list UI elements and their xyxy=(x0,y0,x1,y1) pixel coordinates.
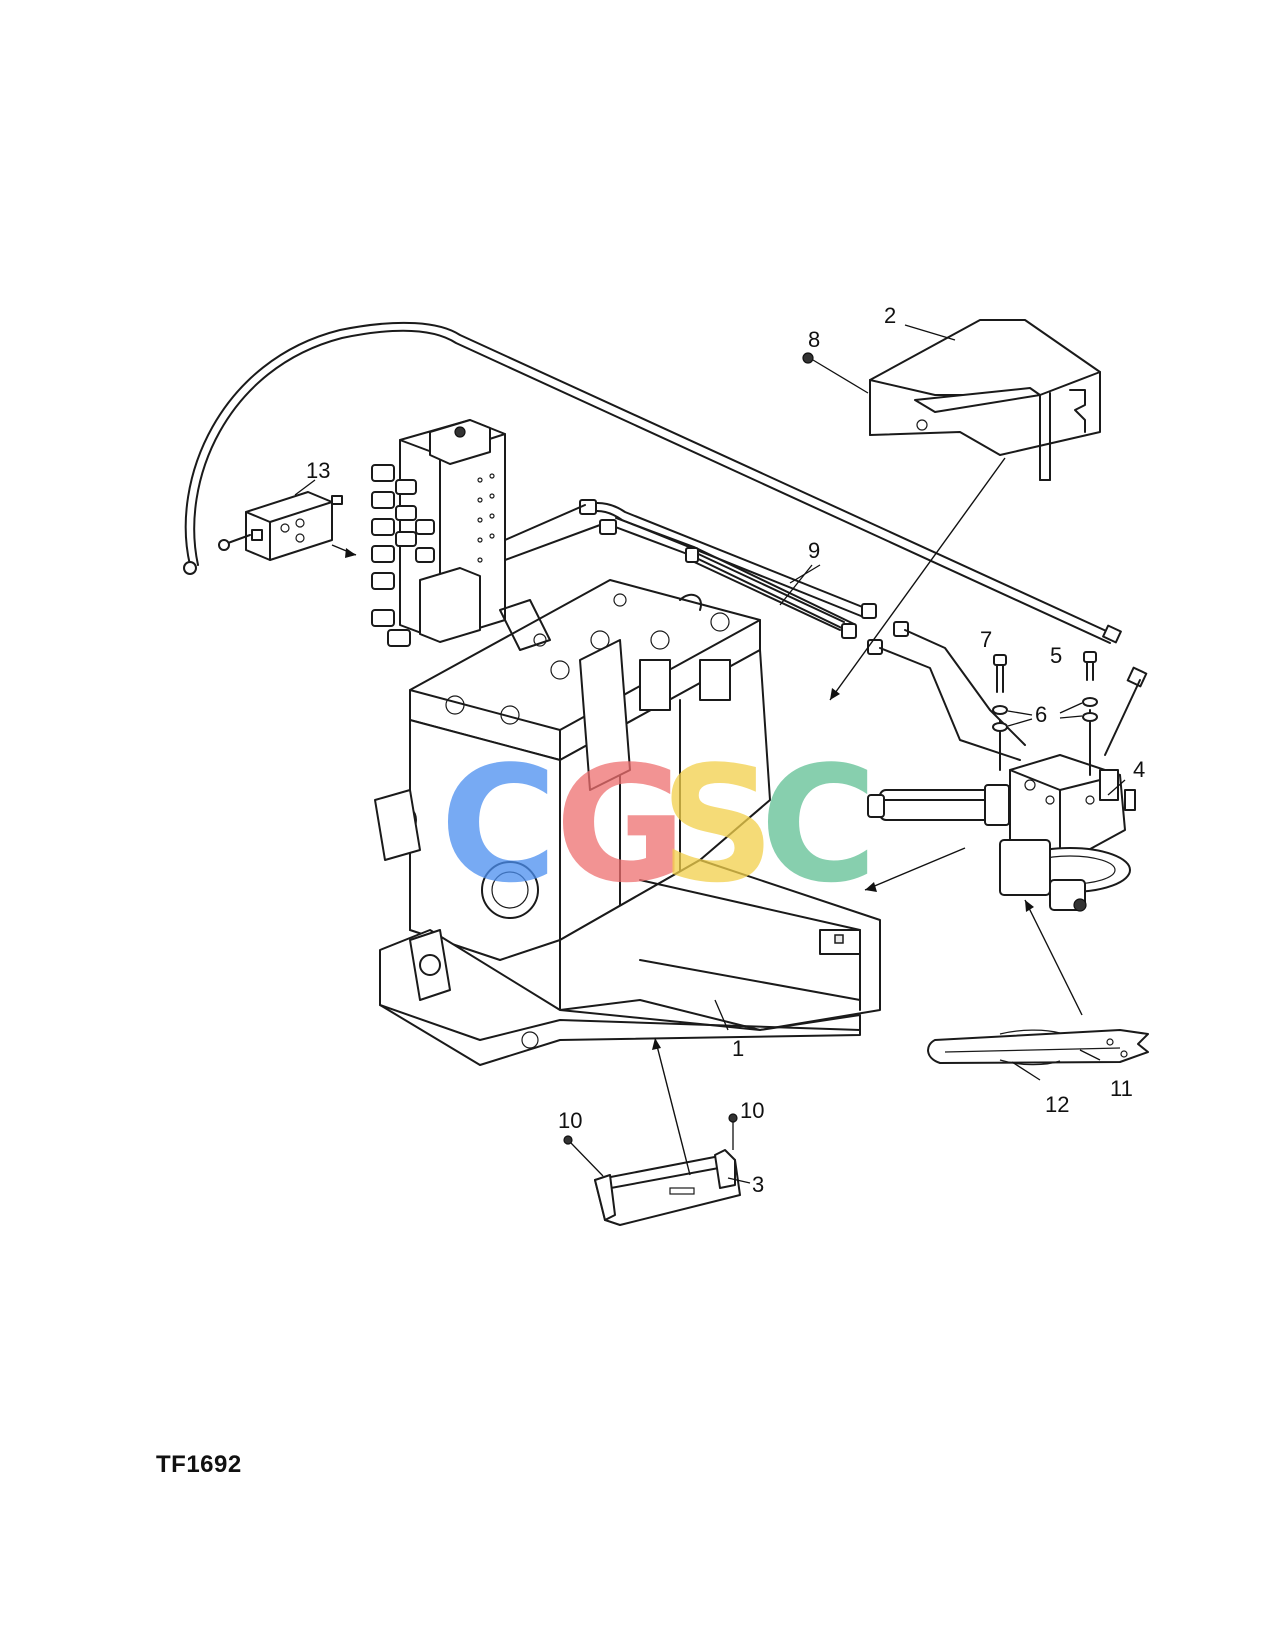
hydraulic-hoses-part-9 xyxy=(504,499,1026,761)
saw-motor-part-4 xyxy=(867,679,1141,912)
callout-leaders xyxy=(294,324,1126,1184)
callout-4: 4 xyxy=(1133,757,1145,782)
watermark-letter: C xyxy=(440,731,557,918)
callout-3: 3 xyxy=(752,1172,764,1197)
guard-cover-part-2 xyxy=(869,319,1101,481)
bolt-part-7 xyxy=(993,654,1007,693)
callout-9: 9 xyxy=(808,538,820,563)
callout-7: 7 xyxy=(980,627,992,652)
cgsc-watermark: C G S C xyxy=(440,731,877,918)
valve-fittings xyxy=(371,464,435,647)
washers-part-6 xyxy=(992,697,1098,732)
callout-12: 12 xyxy=(1045,1092,1069,1117)
main-frame-part-1 xyxy=(374,579,881,1066)
figure-id: TF1692 xyxy=(156,1451,242,1478)
callout-13: 13 xyxy=(306,458,330,483)
callout-10a: 10 xyxy=(558,1108,582,1133)
watermark-letter: G xyxy=(555,731,686,918)
watermark-letter: S xyxy=(660,731,775,918)
callout-5: 5 xyxy=(1050,643,1062,668)
callout-6: 6 xyxy=(1035,702,1047,727)
valve-block-part-13 xyxy=(218,491,343,561)
long-hydraulic-pipe xyxy=(183,321,1148,688)
callout-2: 2 xyxy=(884,303,896,328)
watermark-letter: C xyxy=(760,731,877,918)
bolt-part-8 xyxy=(802,352,869,394)
bottom-plate-part-3 xyxy=(563,1113,741,1226)
callout-8: 8 xyxy=(808,327,820,352)
control-valve-stack xyxy=(371,419,506,647)
callout-1: 1 xyxy=(732,1036,744,1061)
callout-10b: 10 xyxy=(740,1098,764,1123)
saw-bar-part-11 xyxy=(927,1029,1149,1064)
assembly-arrows xyxy=(331,457,1083,1176)
bolt-part-5 xyxy=(1083,651,1097,681)
saw-chain-part-12 xyxy=(999,1029,1061,1066)
callout-11: 11 xyxy=(1110,1076,1133,1101)
